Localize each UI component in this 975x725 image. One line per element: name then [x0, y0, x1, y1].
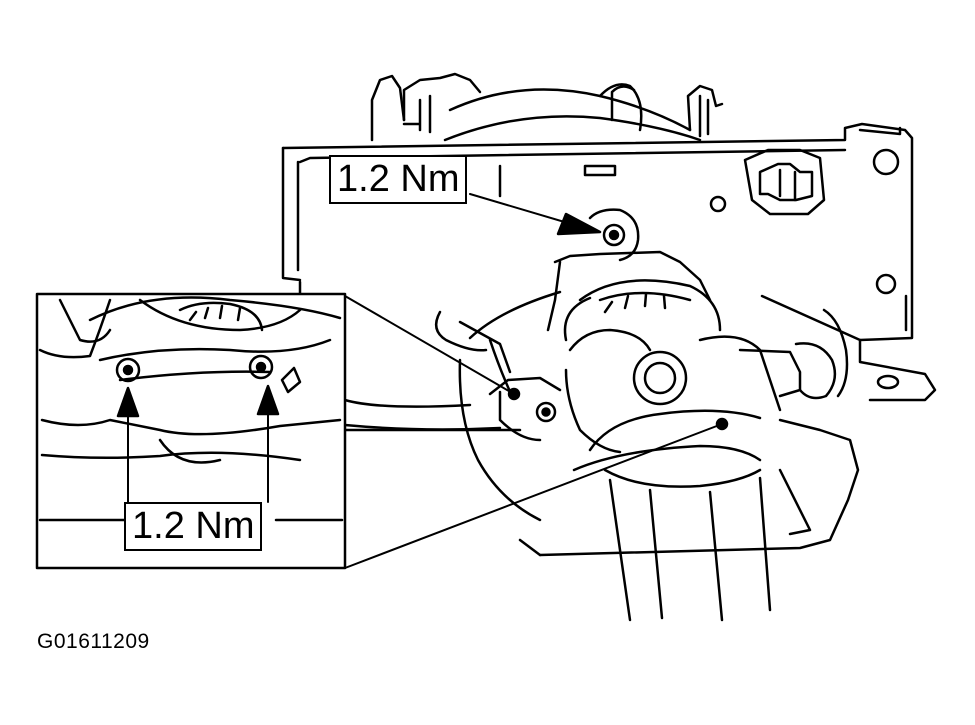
steering-shaft	[603, 468, 772, 622]
top-callout-arrow	[469, 193, 602, 236]
figure-id: G01611209	[37, 630, 150, 653]
upper-housing	[370, 72, 724, 142]
inset-callout-arrows	[116, 384, 280, 503]
torque-callout-inset: 1.2 Nm	[124, 502, 263, 551]
inset-leader-lines	[344, 295, 723, 569]
support-rail	[298, 280, 937, 557]
universal-joint	[434, 250, 849, 522]
torque-callout-top: 1.2 Nm	[329, 155, 468, 204]
mounting-bracket	[281, 122, 914, 342]
